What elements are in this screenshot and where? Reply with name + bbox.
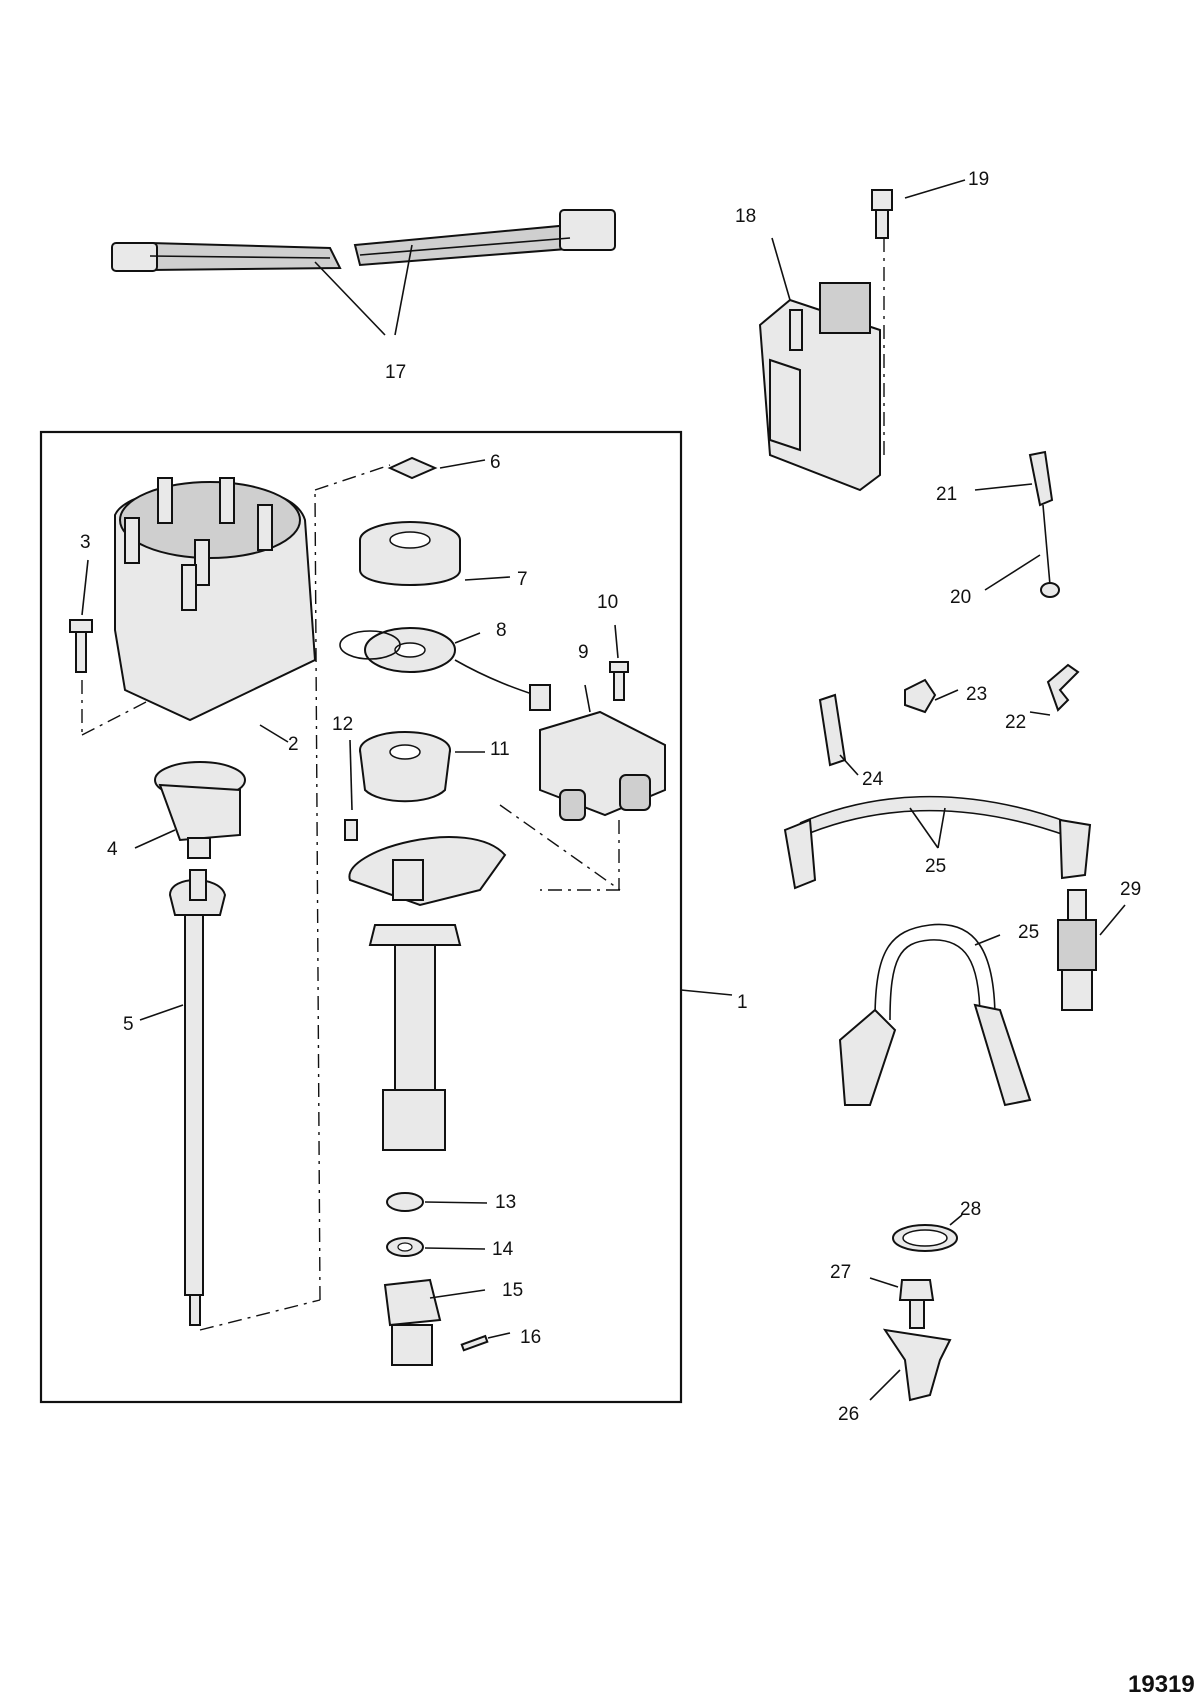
callout-8: 8 xyxy=(496,620,507,641)
callout-7: 7 xyxy=(517,569,528,590)
callout-1: 1 xyxy=(737,992,748,1013)
part-14-washer xyxy=(386,1237,486,1257)
part-9-ignition-module xyxy=(539,684,666,821)
distributor-housing xyxy=(348,804,621,1151)
callout-21: 21 xyxy=(936,484,957,505)
part-27-bolt xyxy=(869,1277,935,1329)
part-21-bracket xyxy=(974,450,1054,507)
part-11-retainer xyxy=(359,731,485,803)
callout-3: 3 xyxy=(80,532,91,553)
part-29-spark-plug xyxy=(1057,889,1126,1011)
callout-2: 2 xyxy=(288,734,299,755)
part-7-pole-piece xyxy=(359,521,511,586)
callout-13: 13 xyxy=(495,1192,516,1213)
callout-24: 24 xyxy=(862,769,884,790)
part-10-module-screw xyxy=(609,624,629,890)
part-8-pickup-coil xyxy=(339,627,551,711)
part-25-plug-wire-upper xyxy=(783,795,1092,890)
part-12-pin xyxy=(344,739,358,841)
callout-4: 4 xyxy=(107,839,118,860)
part-28-gasket xyxy=(892,1214,963,1252)
part-4-rotor xyxy=(134,761,246,859)
part-16-roll-pin xyxy=(460,1332,511,1352)
callout-11: 11 xyxy=(490,739,510,760)
part-22-wire-retainer xyxy=(1029,663,1080,716)
callout-18: 18 xyxy=(735,206,756,227)
part-3-cap-screw xyxy=(69,559,151,736)
part-25-plug-wire-lower xyxy=(838,923,1032,1107)
part-17-wiring-harness xyxy=(111,209,616,336)
part-24-wire-loom xyxy=(818,693,859,776)
part-19-coil-bolt xyxy=(871,179,966,460)
callout-15: 15 xyxy=(502,1280,523,1301)
part-1-distributor-assembly xyxy=(39,430,733,1404)
part-6-seal xyxy=(387,456,486,480)
part-26-clamp xyxy=(869,1328,952,1402)
callout-29: 29 xyxy=(1120,879,1141,900)
callout-16: 16 xyxy=(520,1327,541,1348)
reference-number: 19319 xyxy=(1128,1671,1195,1698)
callout-5: 5 xyxy=(123,1014,134,1035)
part-5-shaft xyxy=(139,464,391,1331)
callout-22: 22 xyxy=(1005,712,1026,733)
callout-28: 28 xyxy=(960,1199,981,1220)
callout-23: 23 xyxy=(966,684,987,705)
part-13-washer xyxy=(386,1192,488,1212)
callout-12: 12 xyxy=(332,714,353,735)
callout-20: 20 xyxy=(950,587,971,608)
callout-19: 19 xyxy=(968,169,989,190)
part-23-wire-separator xyxy=(904,678,959,714)
callout-9: 9 xyxy=(578,642,589,663)
part-2-distributor-cap xyxy=(114,477,317,743)
callout-17: 17 xyxy=(385,362,406,383)
part-15-gear xyxy=(383,1278,486,1366)
callout-26: 26 xyxy=(838,1404,859,1425)
callout-25: 25 xyxy=(1018,922,1039,943)
callout-14: 14 xyxy=(492,1239,514,1260)
part-18-ignition-coil xyxy=(758,237,881,492)
callout-25: 25 xyxy=(925,856,946,877)
callout-6: 6 xyxy=(490,452,501,473)
callout-10: 10 xyxy=(597,592,618,613)
callout-27: 27 xyxy=(830,1262,851,1283)
part-20-strap xyxy=(984,504,1060,598)
